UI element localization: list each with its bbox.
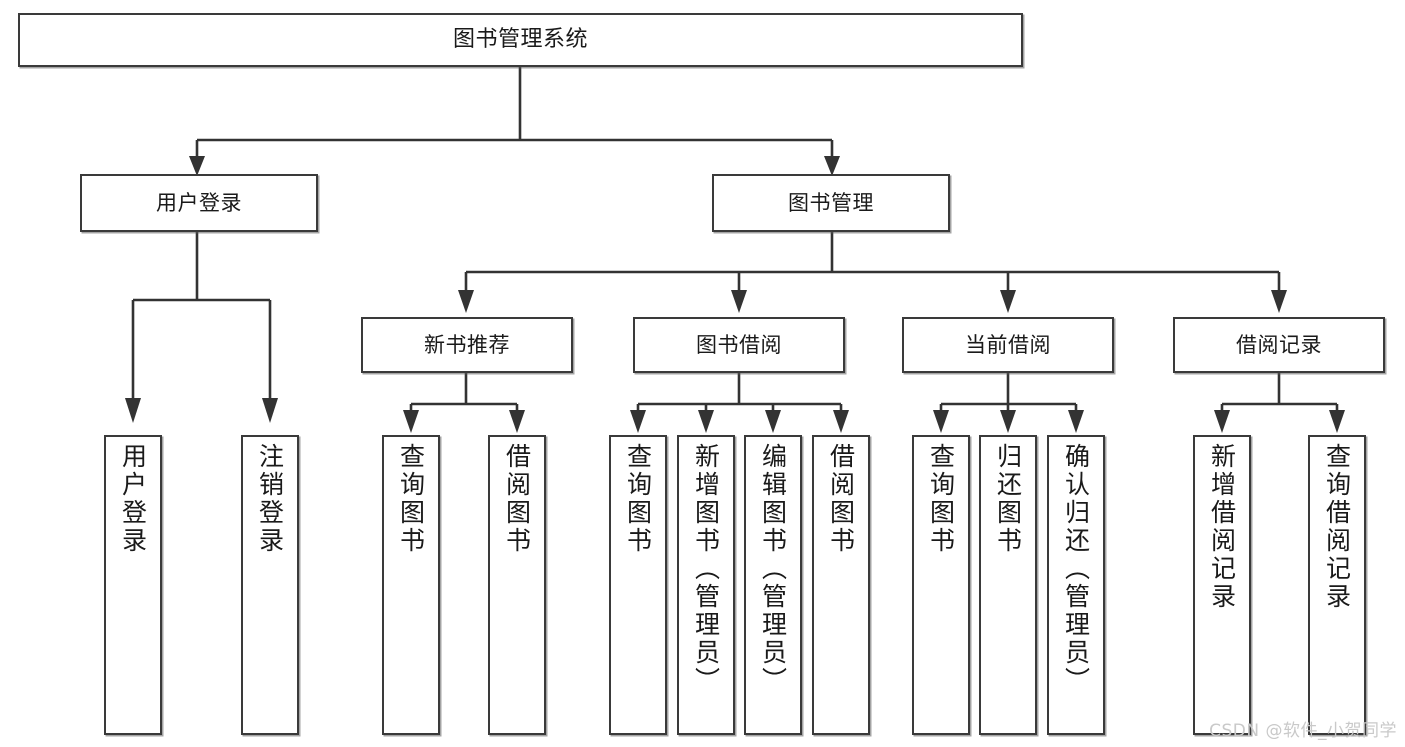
arrow-leaf-new-1 xyxy=(403,410,419,433)
node-book-borrow-label: 图书借阅 xyxy=(696,332,782,357)
node-root[interactable]: 图书管理系统 xyxy=(18,13,1023,67)
arrow-leaf-current-1 xyxy=(933,410,949,433)
node-current-borrow[interactable]: 当前借阅 xyxy=(902,317,1114,373)
leaf-current-query[interactable]: 查询图书 xyxy=(912,435,970,735)
node-book-management[interactable]: 图书管理 xyxy=(712,174,950,232)
leaf-label: 编辑图书（管理员） xyxy=(758,443,788,695)
leaf-borrow-edit-book-admin[interactable]: 编辑图书（管理员） xyxy=(744,435,802,735)
arrow-book-mgmt xyxy=(824,156,840,176)
arrow-leaf-record-2 xyxy=(1329,410,1345,433)
leaf-label: 借阅图书 xyxy=(502,443,532,555)
leaf-label: 确认归还（管理员） xyxy=(1061,443,1091,695)
leaf-new-book-borrow[interactable]: 借阅图书 xyxy=(488,435,546,735)
leaf-label: 查询借阅记录 xyxy=(1322,443,1352,611)
node-root-label: 图书管理系统 xyxy=(452,27,588,53)
leaf-label: 新增图书（管理员） xyxy=(691,443,721,695)
csdn-watermark: CSDN @软件_小贺同学 xyxy=(1209,721,1397,741)
arrow-record xyxy=(1271,290,1287,313)
leaf-borrow-query[interactable]: 查询图书 xyxy=(609,435,667,735)
node-current-borrow-label: 当前借阅 xyxy=(965,332,1051,357)
arrow-new-book xyxy=(458,290,474,313)
arrow-borrow xyxy=(731,290,747,313)
arrow-user-login xyxy=(189,156,205,176)
node-user-login[interactable]: 用户登录 xyxy=(80,174,318,232)
node-borrow-record-label: 借阅记录 xyxy=(1236,332,1322,357)
node-new-book-recommend[interactable]: 新书推荐 xyxy=(361,317,573,373)
arrow-leaf-borrow-2 xyxy=(698,410,714,433)
arrow-leaf-borrow-3 xyxy=(765,410,781,433)
arrow-leaf-borrow-1 xyxy=(630,410,646,433)
arrow-leaf-current-2 xyxy=(1000,410,1016,433)
leaf-borrow-add-book-admin[interactable]: 新增图书（管理员） xyxy=(677,435,735,735)
arrow-leaf-user-login-2 xyxy=(262,398,278,423)
leaf-label: 注销登录 xyxy=(255,443,285,555)
node-book-management-label: 图书管理 xyxy=(788,190,874,215)
leaf-user-login-logout[interactable]: 注销登录 xyxy=(241,435,299,735)
leaf-label: 归还图书 xyxy=(993,443,1023,555)
leaf-label: 查询图书 xyxy=(926,443,956,555)
node-new-book-recommend-label: 新书推荐 xyxy=(424,332,510,357)
node-book-borrow[interactable]: 图书借阅 xyxy=(633,317,845,373)
arrow-leaf-borrow-4 xyxy=(833,410,849,433)
leaf-user-login-login[interactable]: 用户登录 xyxy=(104,435,162,735)
leaf-current-return[interactable]: 归还图书 xyxy=(979,435,1037,735)
leaf-label: 查询图书 xyxy=(623,443,653,555)
arrow-leaf-record-1 xyxy=(1214,410,1230,433)
leaf-record-add[interactable]: 新增借阅记录 xyxy=(1193,435,1251,735)
leaf-label: 借阅图书 xyxy=(826,443,856,555)
arrow-leaf-current-3 xyxy=(1068,410,1084,433)
leaf-new-book-query[interactable]: 查询图书 xyxy=(382,435,440,735)
leaf-record-query[interactable]: 查询借阅记录 xyxy=(1308,435,1366,735)
arrow-leaf-user-login-1 xyxy=(125,398,141,423)
leaf-label: 用户登录 xyxy=(118,443,148,555)
node-borrow-record[interactable]: 借阅记录 xyxy=(1173,317,1385,373)
leaf-label: 查询图书 xyxy=(396,443,426,555)
arrow-leaf-new-2 xyxy=(509,410,525,433)
leaf-label: 新增借阅记录 xyxy=(1207,443,1237,611)
node-user-login-label: 用户登录 xyxy=(156,190,242,215)
arrow-current xyxy=(1000,290,1016,313)
leaf-current-confirm-return-admin[interactable]: 确认归还（管理员） xyxy=(1047,435,1105,735)
leaf-borrow-borrow-book[interactable]: 借阅图书 xyxy=(812,435,870,735)
